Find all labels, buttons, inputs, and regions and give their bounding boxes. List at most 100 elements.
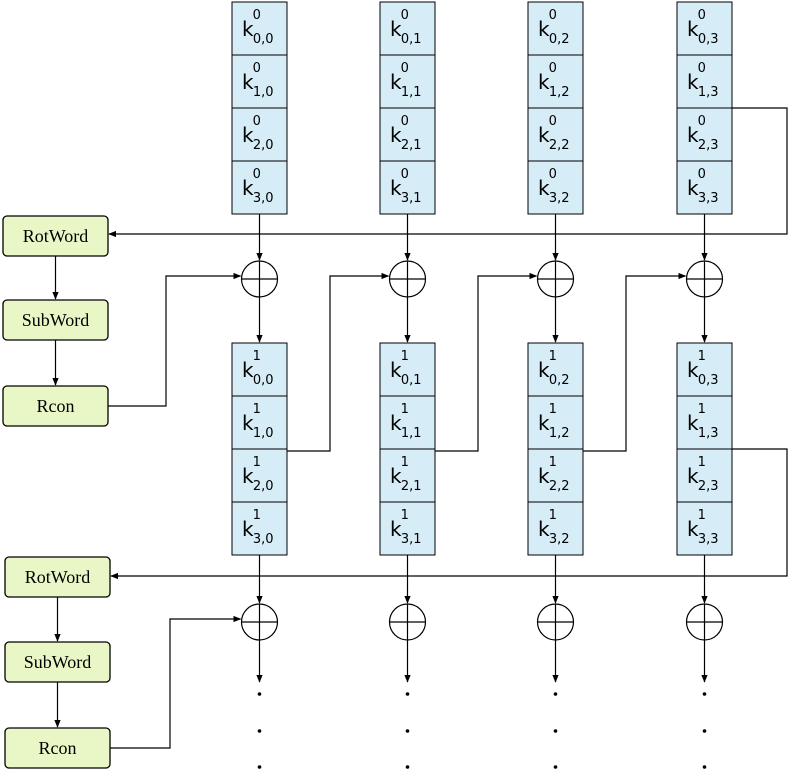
key-cell-box (527, 501, 584, 556)
ellipsis-dot (702, 765, 707, 769)
key-cell-box (527, 1, 584, 56)
function-box-subword: SubWord (2, 299, 109, 341)
key-cell-box (379, 160, 436, 215)
key-cell-box (231, 1, 288, 56)
key-cell-box (231, 54, 288, 109)
function-box-subword: SubWord (4, 641, 111, 683)
function-box-rect (4, 727, 111, 769)
circled-plus-icon (240, 603, 279, 641)
key-cell-box (379, 1, 436, 56)
key-cell-box (676, 448, 733, 503)
key-cell-box (676, 54, 733, 109)
key-cell-box (676, 395, 733, 450)
key-cell-box (231, 448, 288, 503)
function-box-rotword: RotWord (2, 215, 109, 257)
circled-plus-icon (536, 603, 575, 641)
chain-wire (435, 272, 538, 452)
function-box-label: Rcon (37, 396, 75, 416)
vertical-ellipsis-icon (405, 692, 410, 769)
function-box-rect (2, 385, 109, 427)
ellipsis-dot (257, 729, 262, 733)
key-cell-box (527, 107, 584, 162)
ellipsis-dot (702, 692, 707, 696)
key-cell-box (676, 342, 733, 397)
key-cell-box (676, 160, 733, 215)
function-box-rotword: RotWord (4, 556, 111, 598)
key-cell-box (379, 54, 436, 109)
key-cell-box (379, 448, 436, 503)
function-box-rcon: Rcon (2, 385, 109, 427)
function-box-label: SubWord (24, 652, 92, 672)
ellipsis-dot (257, 765, 262, 769)
function-box-rect (2, 299, 109, 341)
circled-plus-icon (685, 603, 724, 641)
key-cell-box (527, 448, 584, 503)
function-box-label: RotWord (23, 226, 89, 246)
ellipsis-dot (553, 692, 558, 696)
key-cell-box (527, 160, 584, 215)
connection-wires (52, 107, 788, 749)
chain-wire (287, 272, 390, 452)
function-box-label: RotWord (25, 567, 91, 587)
key-cell-box (379, 395, 436, 450)
rcon-to-xor-wire (110, 615, 242, 749)
key-cell-box (379, 342, 436, 397)
key-cell-box (231, 501, 288, 556)
chain-wire (583, 272, 687, 452)
key-cell-box (527, 342, 584, 397)
ellipsis-dot (702, 729, 707, 733)
key-cell-box (231, 342, 288, 397)
ellipsis-dot (553, 729, 558, 733)
key-cell-box (231, 160, 288, 215)
vertical-ellipsis-icon (702, 692, 707, 769)
function-box-label: Rcon (39, 738, 77, 758)
key-cell-box (527, 54, 584, 109)
key-cell-box (231, 395, 288, 450)
